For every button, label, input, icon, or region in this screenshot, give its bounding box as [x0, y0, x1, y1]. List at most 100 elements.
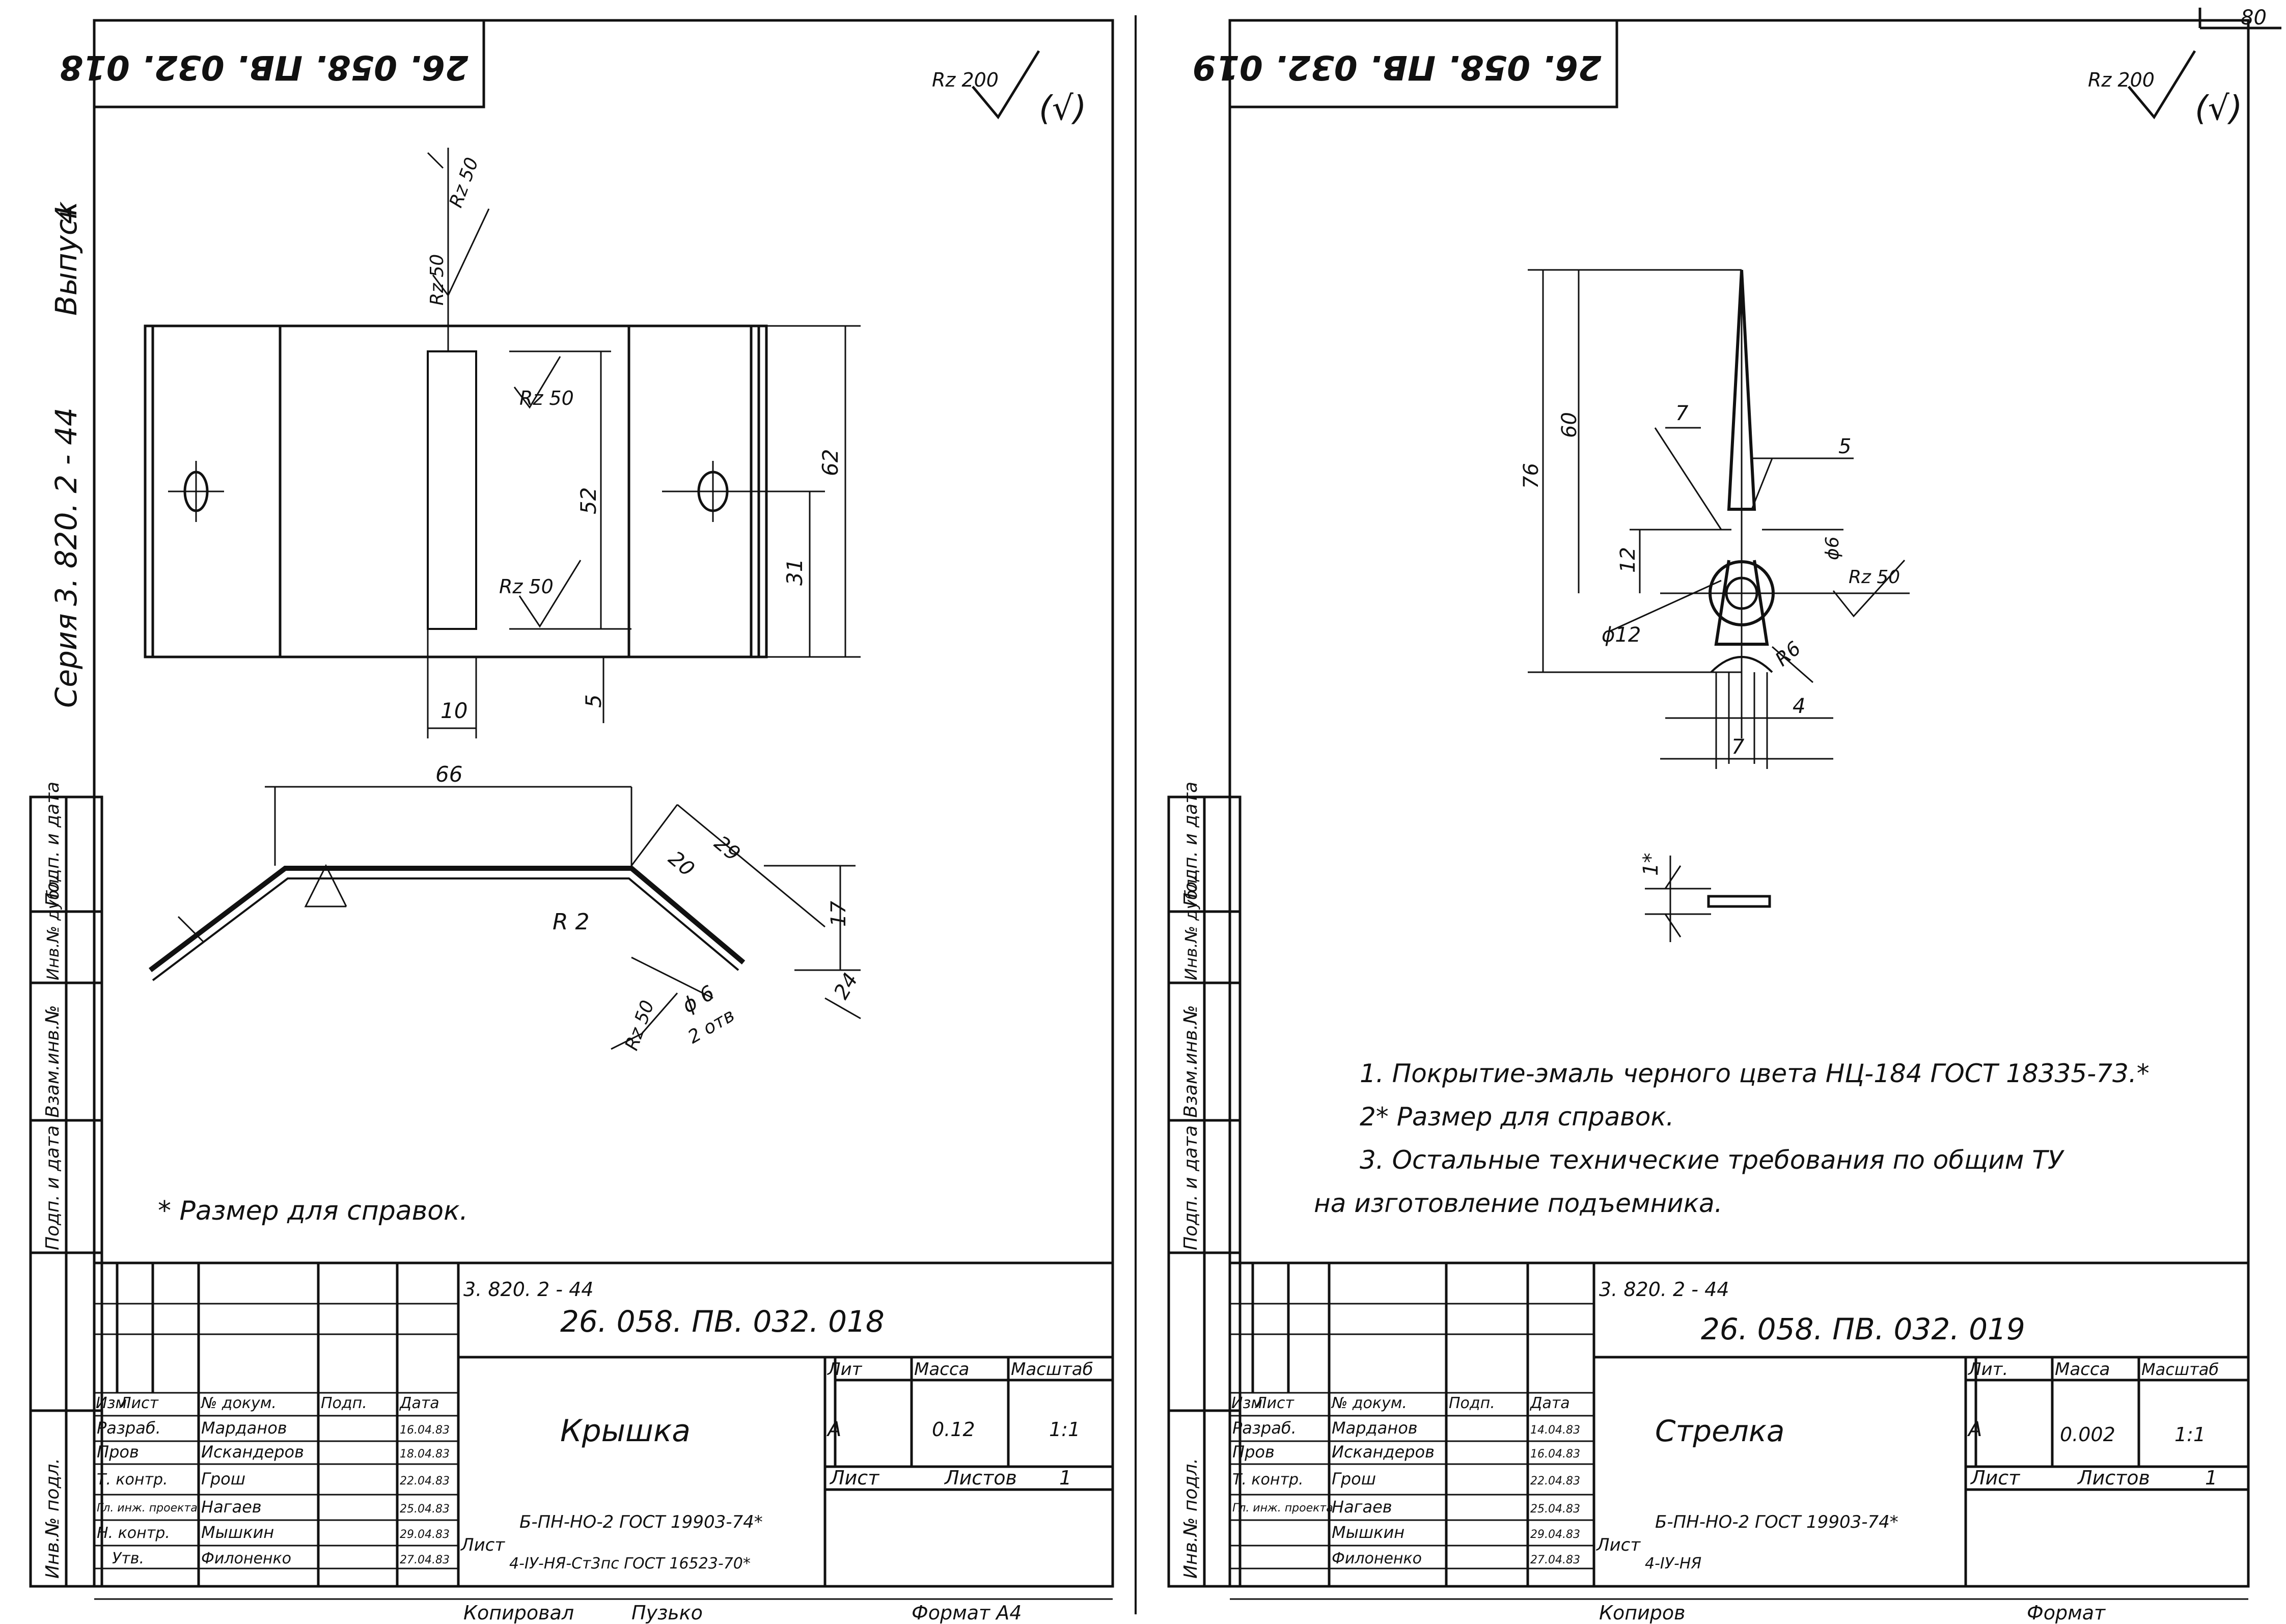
left-footer-format: Формат А4 — [912, 1602, 1022, 1624]
left-mass-header: Масса — [914, 1359, 969, 1380]
left-series-code: 3. 820. 2 - 44 — [463, 1278, 593, 1301]
right-name-4: Мышкин — [1332, 1523, 1404, 1542]
left-material-prefix: Лист — [460, 1535, 505, 1555]
dim-7a: 7 — [1675, 402, 1689, 425]
seria-label: Серия — [49, 613, 84, 708]
right-material-bottom: 4-IУ-НЯ — [1645, 1555, 1701, 1573]
left-footer-name: Пузько — [631, 1602, 703, 1624]
left-role-4: Н. контр. — [97, 1524, 170, 1542]
left-roughness-paren: (√) — [1039, 89, 1087, 128]
left-date-2: 22.04.83 — [400, 1475, 450, 1488]
right-mass: 0.002 — [2060, 1423, 2115, 1446]
left-role-0: Разраб. — [97, 1418, 161, 1438]
left-date-1: 18.04.83 — [400, 1448, 450, 1461]
dim-rz50-b: Rz 50 — [427, 254, 448, 306]
dim-rz50-e: Rz 50 — [621, 998, 658, 1053]
right-mass-header: Масса — [2055, 1359, 2110, 1380]
right-note-3: 3. Остальные технические требования по о… — [1360, 1145, 2065, 1175]
right-sheet-frame — [1228, 19, 2250, 1588]
dim-31: 31 — [782, 559, 807, 586]
dim-phi12: ϕ12 — [1602, 623, 1641, 647]
right-col-doc: № докум. — [1331, 1394, 1407, 1412]
left-name-2: Грош — [201, 1469, 245, 1489]
right-date-4: 29.04.83 — [1530, 1528, 1580, 1541]
left-name-3: Нагаев — [201, 1497, 262, 1517]
stamp-field-2: Инв.№ дубл. — [43, 874, 63, 980]
right-name-3: Нагаев — [1332, 1497, 1392, 1517]
dim-62: 62 — [818, 449, 843, 476]
left-col-doc: № докум. — [200, 1394, 277, 1412]
left-sheets-value: 1 — [1059, 1467, 1071, 1489]
right-date-2: 22.04.83 — [1530, 1475, 1580, 1488]
dim-phi6: ϕ 6 — [678, 981, 719, 1018]
left-title-block — [93, 1261, 1114, 1588]
right-name-2: Грош — [1332, 1469, 1376, 1489]
right-sheet-label: Лист — [1970, 1467, 2021, 1489]
left-material-bottom: 4-IУ-НЯ-Ст3пс ГОСТ 16523-70* — [509, 1555, 751, 1573]
right-date-5: 27.04.83 — [1530, 1554, 1580, 1566]
right-footer-format: Формат — [2027, 1602, 2106, 1624]
right-doc-code: 26. 058. ПВ. 032. 019 — [1701, 1312, 2025, 1346]
stamp-field-5: Инв.№ подл. — [42, 1458, 63, 1579]
left-top-code-box — [93, 19, 485, 108]
dim-10: 10 — [440, 698, 467, 723]
left-name-1: Искандеров — [201, 1442, 304, 1462]
dim-r6: R6 — [1771, 637, 1805, 671]
left-roughness-check — [972, 50, 1040, 120]
dim-r2: R 2 — [553, 909, 590, 935]
dim-60: 60 — [1558, 412, 1581, 438]
pointer-section — [1707, 895, 1771, 908]
stamp-field-4: Подп. и дата — [42, 1125, 63, 1250]
dim-rz50-c: Rz 50 — [519, 387, 574, 409]
dim-52: 52 — [576, 487, 601, 514]
right-name-1: Искандеров — [1332, 1442, 1435, 1462]
right-name-0: Марданов — [1332, 1418, 1418, 1438]
left-role-1: Пров — [97, 1442, 139, 1462]
left-lit-header: Лит — [827, 1359, 863, 1380]
left-date-4: 29.04.83 — [400, 1528, 450, 1541]
r-stamp-field-2: Инв.№ дубл. — [1181, 874, 1201, 980]
left-doc-code: 26. 058. ПВ. 032. 018 — [560, 1304, 885, 1339]
right-roughness-paren: (√) — [2195, 89, 2243, 128]
left-sheets-label: Листов — [944, 1467, 1017, 1489]
right-lit: А — [1967, 1418, 1982, 1441]
right-col-date: Дата — [1529, 1394, 1570, 1412]
left-role-3: Гл. инж. проекта — [97, 1502, 198, 1515]
right-sheets-label: Листов — [2077, 1467, 2150, 1489]
left-col-list: Лист — [119, 1394, 159, 1412]
right-lit-header: Лит. — [1967, 1359, 2008, 1380]
left-mass: 0.12 — [932, 1418, 975, 1441]
right-note-2: 2* Размер для справок. — [1360, 1102, 1674, 1132]
right-scale-header: Масштаб — [2141, 1360, 2219, 1379]
left-col-izm: Изм — [96, 1394, 127, 1412]
left-sheet-frame — [93, 19, 1114, 1588]
r-stamp-field-4: Подп. и дата — [1180, 1125, 1201, 1250]
dim-5: 5 — [581, 694, 606, 708]
right-role-0: Разраб. — [1232, 1418, 1297, 1438]
right-date-1: 16.04.83 — [1530, 1448, 1580, 1461]
dim-rz50-a: Rz 50 — [446, 155, 483, 210]
left-date-5: 27.04.83 — [400, 1554, 450, 1566]
left-date-0: 16.04.83 — [400, 1424, 450, 1437]
stamp-field-3: Взам.инв.№ — [42, 1005, 63, 1118]
r-stamp-field-3: Взам.инв.№ — [1180, 1005, 1201, 1118]
left-part-name: Крышка — [560, 1413, 691, 1449]
right-note-4: на изготовление подъемника. — [1314, 1189, 1723, 1218]
r-stamp-field-5: Инв.№ подл. — [1180, 1458, 1201, 1579]
left-col-date: Дата — [399, 1394, 439, 1412]
left-top-code: 26. 058. ПВ. 032. 018 — [60, 48, 469, 87]
left-date-3: 25.04.83 — [400, 1503, 450, 1516]
right-role-3: Гл. инж. проекта — [1232, 1502, 1333, 1515]
left-scale-header: Масштаб — [1011, 1359, 1093, 1380]
left-roughness: Rz 200 — [932, 69, 999, 91]
right-series-code: 3. 820. 2 - 44 — [1599, 1278, 1729, 1301]
right-role-2: Т. контр. — [1232, 1471, 1304, 1489]
left-role-5: Утв. — [112, 1550, 144, 1567]
dim-20: 20 — [664, 846, 699, 881]
bent-profile-top — [148, 866, 746, 972]
right-part-name: Стрелка — [1655, 1414, 1784, 1448]
right-top-code: 26. 058. ПВ. 032. 019 — [1193, 48, 1602, 87]
right-sheets-value: 1 — [2205, 1467, 2217, 1489]
left-sheet-label: Лист — [829, 1467, 880, 1489]
vypusk-value: 4 — [49, 205, 84, 224]
